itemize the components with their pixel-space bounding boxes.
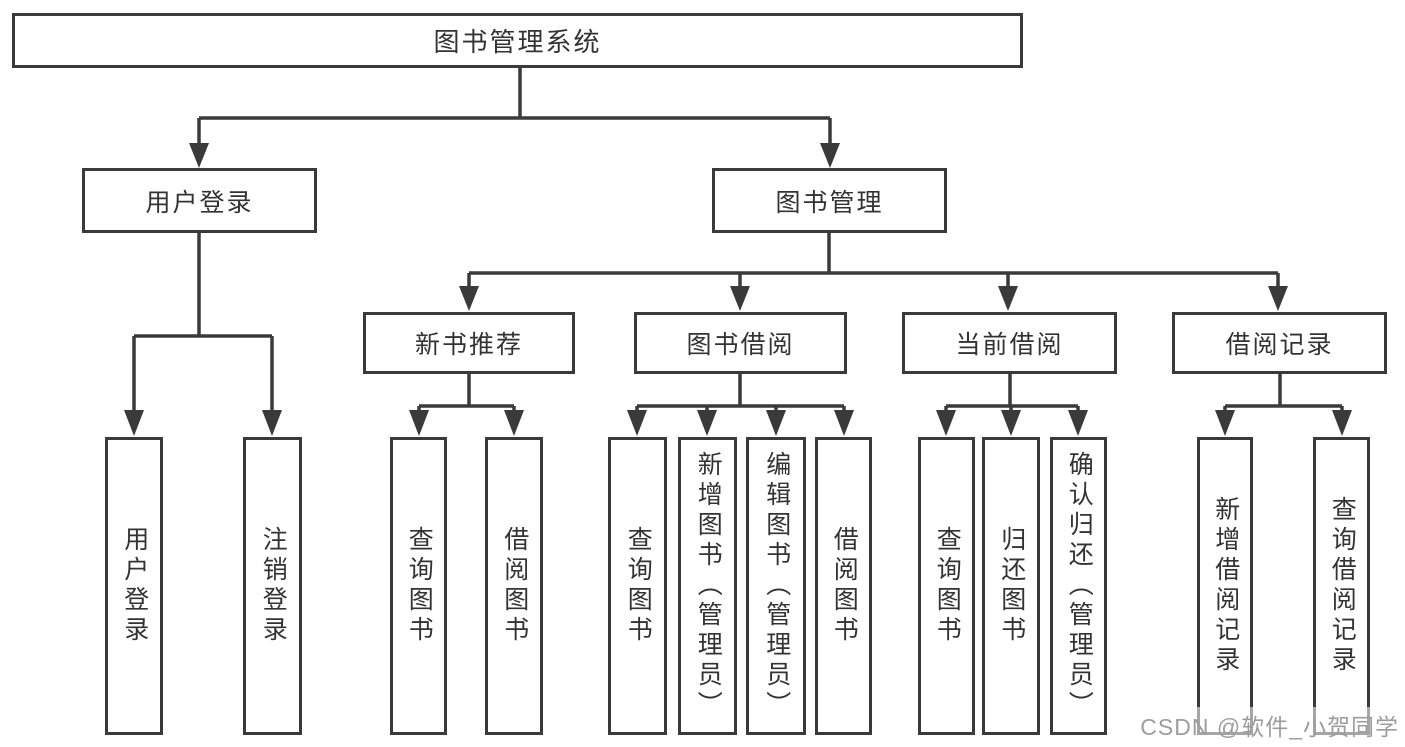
- leaf-borrow-books: 借阅图书: [815, 437, 872, 735]
- leaf-query-books-current: 查询图书: [918, 437, 975, 735]
- node-library-system-label: 图书管理系统: [433, 27, 602, 57]
- node-current-borrow-label: 当前借阅: [955, 331, 1064, 359]
- leaf-query-borrow-record: 查询借阅记录: [1313, 437, 1370, 735]
- leaf-borrow-books-label: 借阅图书: [830, 526, 859, 646]
- leaf-query-borrow-record-label: 查询借阅记录: [1328, 496, 1357, 676]
- leaf-confirm-return-admin-label: 确认归还（管理员）: [1065, 451, 1094, 721]
- node-book-management: 图书管理: [712, 168, 947, 233]
- leaf-add-borrow-record-label: 新增借阅记录: [1211, 496, 1240, 676]
- leaf-query-books-recommend-label: 查询图书: [405, 526, 434, 646]
- node-library-system: 图书管理系统: [12, 13, 1023, 68]
- node-borrow-records-label: 借阅记录: [1225, 331, 1334, 359]
- leaf-add-book-admin-label: 新增图书（管理员）: [694, 451, 723, 721]
- leaf-query-books-recommend: 查询图书: [390, 437, 447, 735]
- node-user-login-label: 用户登录: [145, 188, 254, 217]
- leaf-return-book-label: 归还图书: [997, 526, 1026, 646]
- node-borrow-records: 借阅记录: [1172, 312, 1387, 374]
- node-new-book-recommend-label: 新书推荐: [414, 331, 523, 359]
- leaf-return-book: 归还图书: [982, 437, 1040, 735]
- node-current-borrow: 当前借阅: [902, 312, 1117, 374]
- leaf-logout: 注销登录: [243, 437, 302, 735]
- leaf-query-books-borrow-label: 查询图书: [624, 526, 653, 646]
- leaf-confirm-return-admin: 确认归还（管理员）: [1050, 437, 1107, 735]
- leaf-logout-label: 注销登录: [259, 526, 288, 646]
- leaf-user-login-label: 用户登录: [120, 526, 149, 646]
- leaf-add-borrow-record: 新增借阅记录: [1197, 437, 1253, 735]
- node-book-borrow-label: 图书借阅: [686, 331, 795, 359]
- leaf-edit-book-admin: 编辑图书（管理员）: [746, 437, 806, 735]
- leaf-edit-book-admin-label: 编辑图书（管理员）: [762, 451, 791, 721]
- node-new-book-recommend: 新书推荐: [363, 312, 575, 374]
- leaf-query-books-current-label: 查询图书: [933, 526, 962, 646]
- leaf-add-book-admin: 新增图书（管理员）: [678, 437, 737, 735]
- leaf-user-login: 用户登录: [105, 437, 163, 735]
- node-book-borrow: 图书借阅: [634, 312, 847, 374]
- leaf-borrow-books-recommend: 借阅图书: [485, 437, 543, 735]
- watermark: CSDN @软件_小贺同学: [1136, 707, 1403, 743]
- leaf-query-books-borrow: 查询图书: [608, 437, 667, 735]
- node-user-login: 用户登录: [82, 168, 317, 233]
- leaf-borrow-books-recommend-label: 借阅图书: [500, 526, 529, 646]
- node-book-management-label: 图书管理: [775, 188, 884, 217]
